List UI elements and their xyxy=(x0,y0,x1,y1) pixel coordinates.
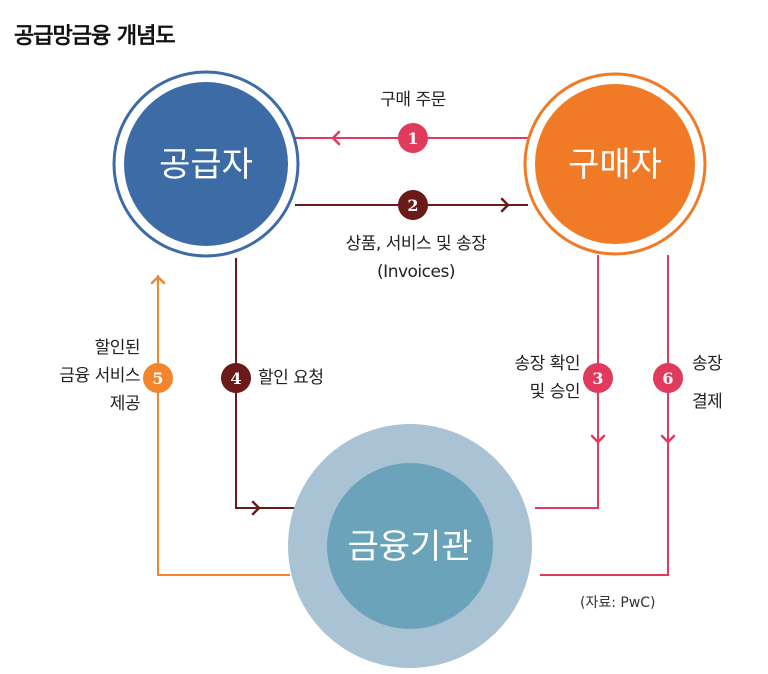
step-6-sublabel: 결제 xyxy=(692,392,723,412)
step-5-label: 할인된 xyxy=(94,338,141,358)
supplier-node: 공급자 xyxy=(112,70,300,258)
step-4-label: 할인 요청 xyxy=(258,368,324,388)
step-badge-4: 4 xyxy=(221,363,251,393)
step-6-label-block: 송장 결제 xyxy=(692,350,723,416)
step-number-6: 6 xyxy=(662,369,673,388)
buyer-label: 구매자 xyxy=(568,145,662,185)
discounted-finance-line xyxy=(157,275,290,576)
invoice-approval-line xyxy=(535,255,599,509)
step-3-label-block: 송장 확인 및 승인 xyxy=(462,350,581,406)
buyer-node: 구매자 xyxy=(523,72,707,256)
step-2-label-block: 상품, 서비스 및 송장 (Invoices) xyxy=(318,230,514,286)
step-1-label: 구매 주문 xyxy=(380,90,446,110)
step-5-label-block: 할인된 금융 서비스 제공 xyxy=(30,334,140,418)
source-note: (자료: PwC) xyxy=(580,595,656,611)
step-number-5: 5 xyxy=(152,369,163,388)
bank-label: 금융기관 xyxy=(347,527,472,567)
step-3-label: 송장 확인 xyxy=(514,354,581,374)
page-title: 공급망금융 개념도 xyxy=(14,24,176,49)
arrowhead-1 xyxy=(331,130,341,146)
step-number-2: 2 xyxy=(407,196,418,215)
step-2-label: 상품, 서비스 및 송장 xyxy=(345,234,487,254)
step-badge-2: 2 xyxy=(398,190,428,220)
discount-request-line xyxy=(235,258,300,509)
arrowhead-5 xyxy=(150,275,166,285)
arrowhead-3 xyxy=(590,434,606,444)
step-5-sublabel: 금융 서비스 xyxy=(59,366,140,386)
supplier-label: 공급자 xyxy=(159,145,253,185)
step-6-label: 송장 xyxy=(692,354,723,374)
arrowhead-4 xyxy=(251,500,261,516)
step-5-sublabel-2: 제공 xyxy=(109,394,141,414)
step-number-1: 1 xyxy=(407,129,418,148)
arrowhead-6 xyxy=(660,434,676,444)
step-badge-1: 1 xyxy=(398,123,428,153)
step-badge-3: 3 xyxy=(583,363,613,393)
step-2-sublabel: (Invoices) xyxy=(377,262,455,282)
step-badge-5: 5 xyxy=(143,363,173,393)
arrowhead-2 xyxy=(500,197,510,213)
step-badge-6: 6 xyxy=(653,363,683,393)
invoice-payment-line xyxy=(540,255,669,576)
step-3-sublabel: 및 승인 xyxy=(529,382,581,402)
step-number-4: 4 xyxy=(230,369,241,388)
step-number-3: 3 xyxy=(592,369,603,388)
bank-node: 금융기관 xyxy=(288,424,532,668)
